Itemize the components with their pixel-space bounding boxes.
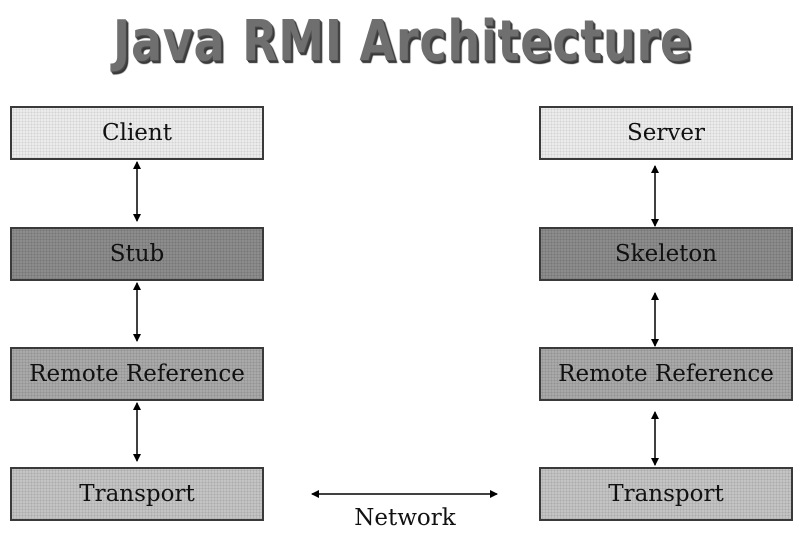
- server-remote-reference-box: Remote Reference: [539, 347, 793, 401]
- skeleton-box: Skeleton: [539, 227, 793, 281]
- server-transport-box: Transport: [539, 467, 793, 521]
- network-label: Network: [354, 505, 456, 531]
- client-remote-reference-box: Remote Reference: [10, 347, 264, 401]
- stub-box: Stub: [10, 227, 264, 281]
- diagram-title: Java RMI Architecture: [113, 9, 692, 74]
- client-transport-box: Transport: [10, 467, 264, 521]
- server-box: Server: [539, 106, 793, 160]
- client-box: Client: [10, 106, 264, 160]
